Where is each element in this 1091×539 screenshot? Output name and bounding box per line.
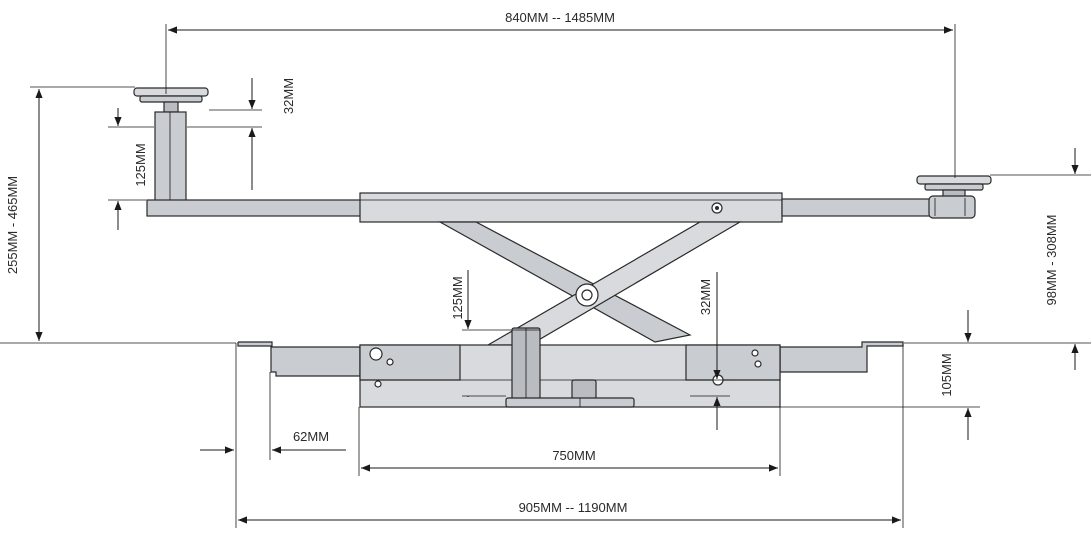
center-offset-label: 32MM	[698, 279, 713, 315]
top-arm-right	[781, 198, 933, 217]
right-lift-pad	[916, 175, 992, 219]
overall-height-label: 255MM - 465MM	[5, 176, 20, 274]
base-length-label: 750MM	[552, 448, 595, 463]
rolling-jack	[133, 87, 992, 408]
dimension-labels: 840MM -- 1485MM 255MM - 465MM 125MM 32MM…	[5, 10, 1059, 515]
left-lift-pad	[133, 87, 209, 203]
base-height-label: 105MM	[939, 353, 954, 396]
scissor-height-label: 125MM	[450, 276, 465, 319]
right-height-label: 98MM - 308MM	[1044, 214, 1059, 305]
bottom-span-label: 905MM -- 1190MM	[519, 500, 628, 515]
left-pad-thread-label: 32MM	[281, 78, 296, 114]
foot-width-label: 62MM	[293, 429, 329, 444]
top-arm-span-label: 840MM -- 1485MM	[505, 10, 615, 25]
dimension-lines	[0, 24, 1091, 528]
top-arm-left	[146, 199, 363, 217]
scissor-mechanism	[437, 221, 743, 346]
left-pad-height-label: 125MM	[133, 143, 148, 186]
base-frame	[237, 327, 904, 408]
